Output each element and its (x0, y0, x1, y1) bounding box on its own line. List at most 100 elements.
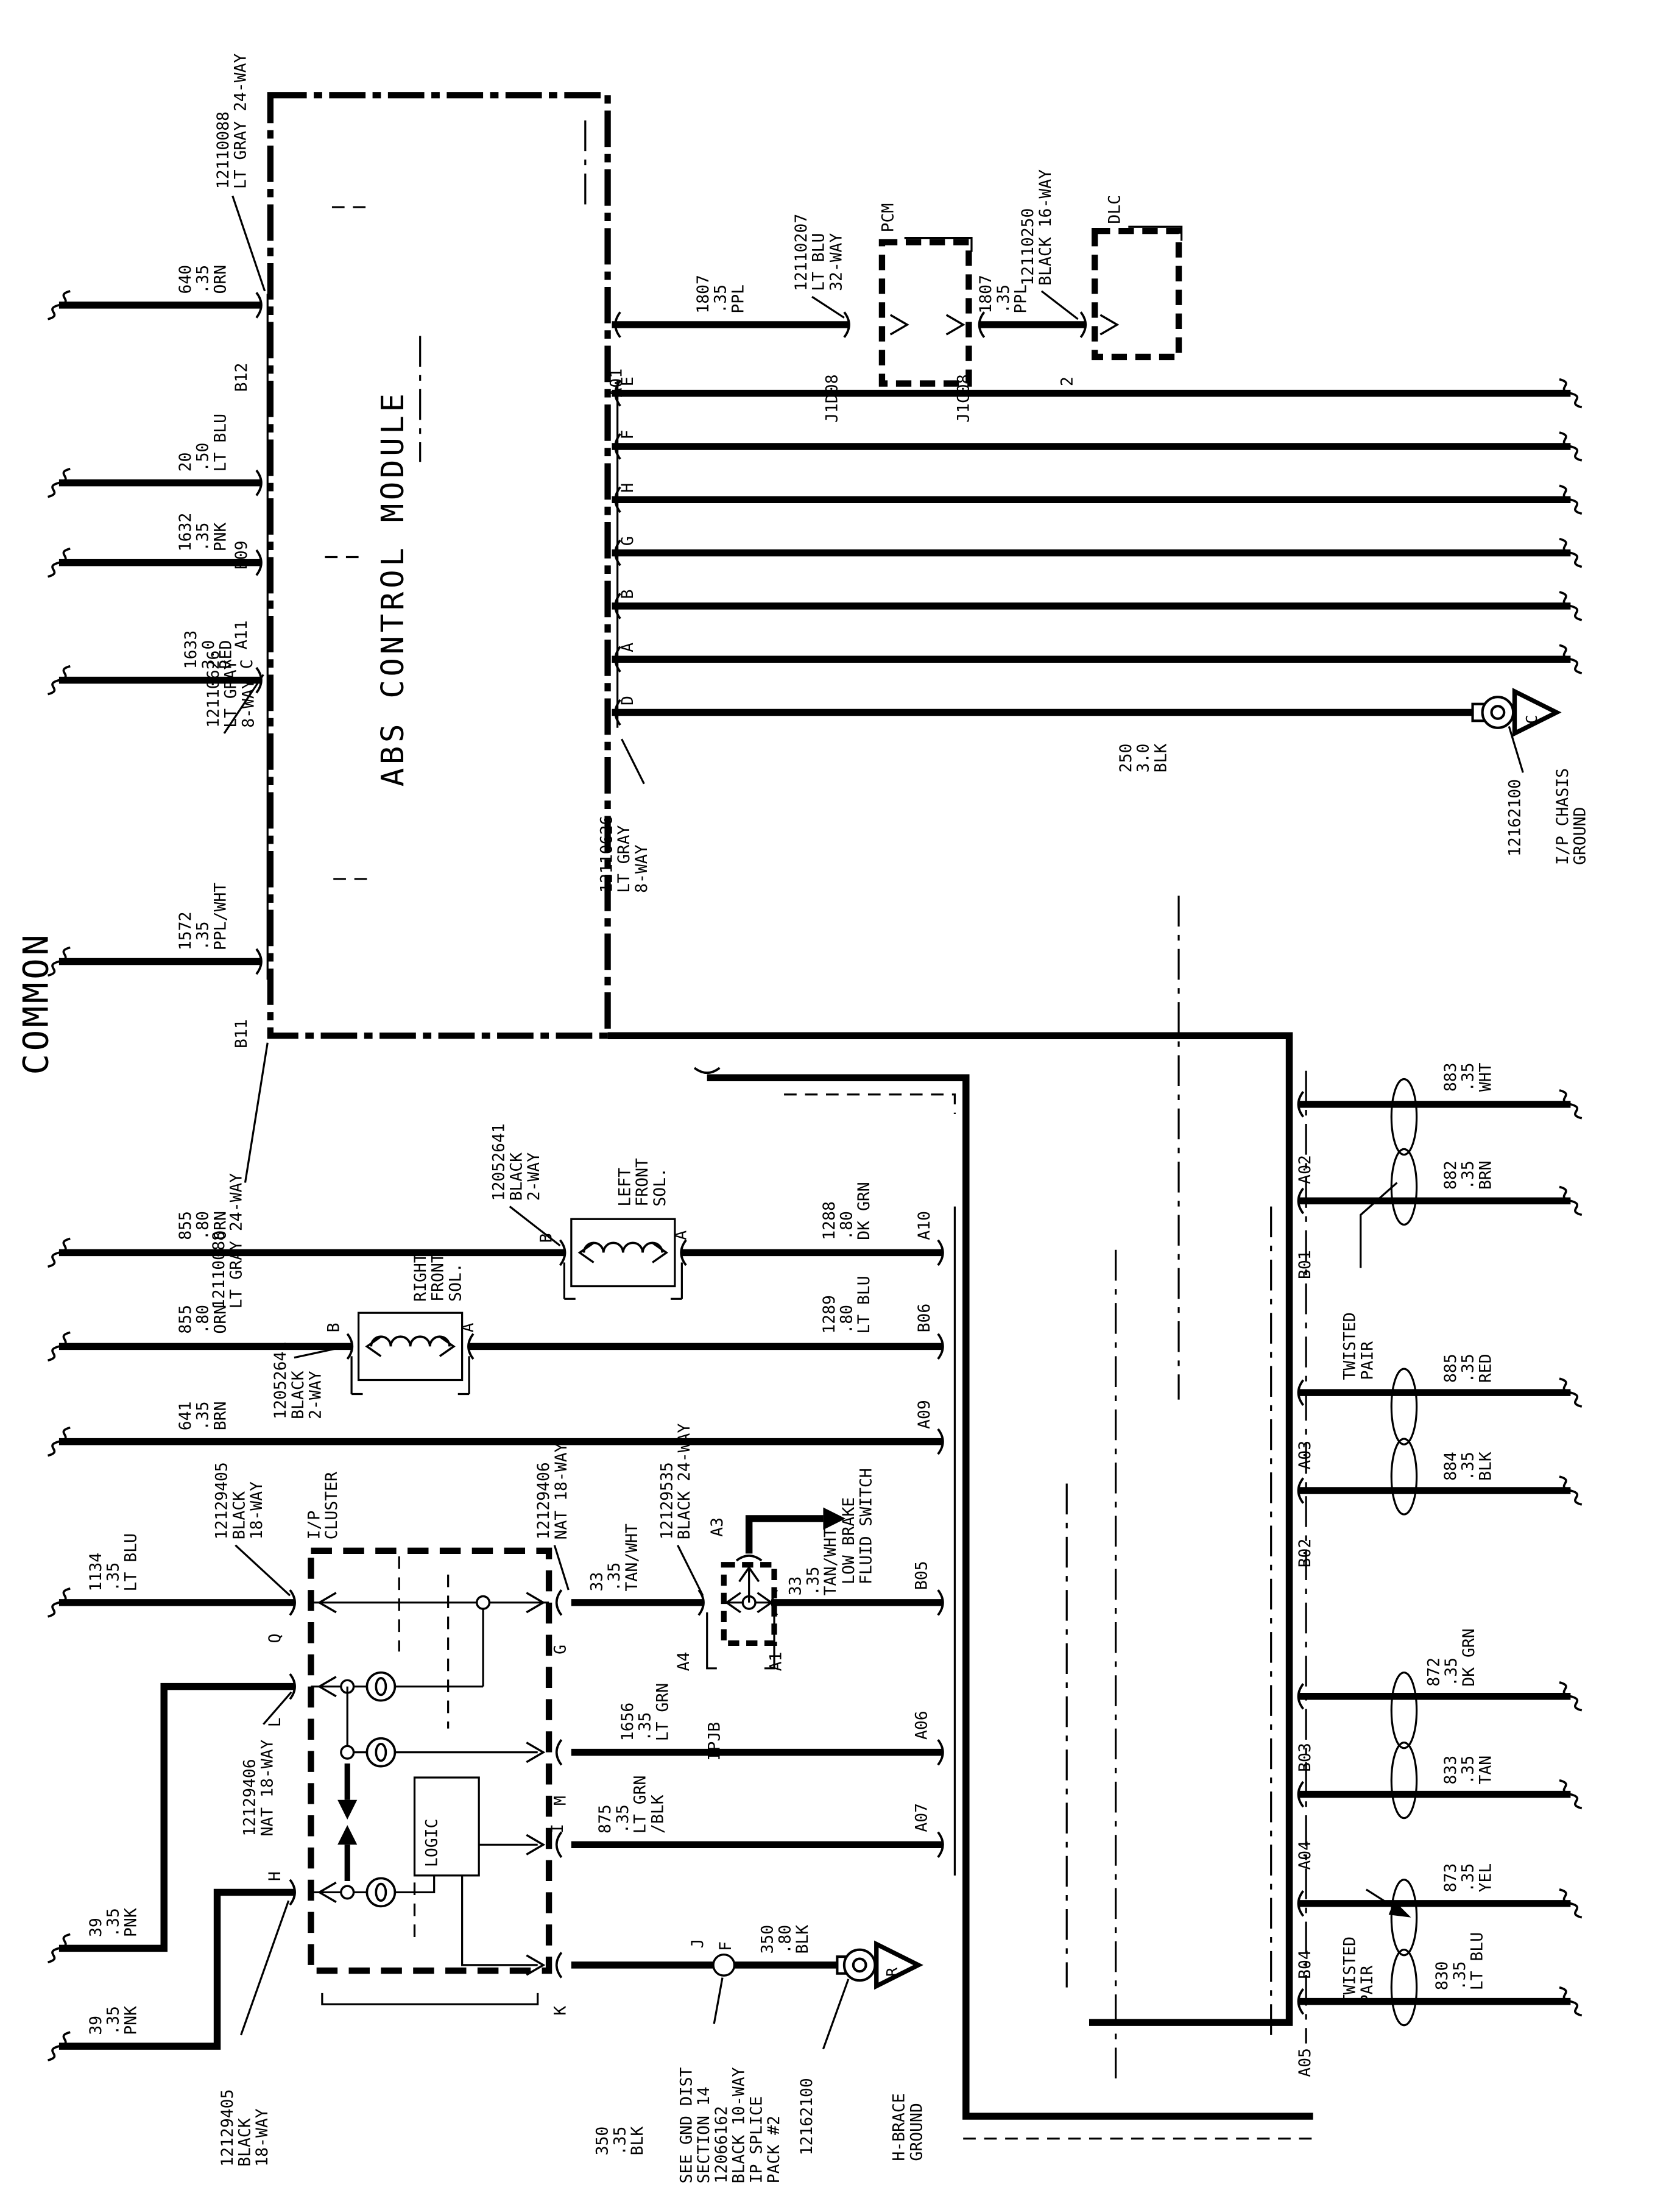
label-wire-33-b-line-2: TAN/WHT (821, 1528, 840, 1595)
label-conn-12110088-top-line-0: 12110088 (214, 111, 233, 189)
label-conn-12110626-right-line-1: LT GRAY (615, 825, 634, 893)
label-pin-rsol-B-line-0: B (324, 1322, 343, 1332)
label-wire-20-line-2: LT BLU (211, 414, 230, 471)
leader-12110626-right (621, 738, 645, 785)
leader-twisted-2 (1366, 1888, 1398, 1910)
label-pin-B02-line-0: B02 (1296, 1539, 1315, 1568)
ip-cluster-box (308, 1547, 552, 1974)
pin-curl-A (614, 646, 621, 673)
twist-icon (1390, 1672, 1418, 1749)
label-gnd-letter-R-line-0: R (883, 1967, 901, 1977)
left-sol-pin-a-arrow (652, 1241, 669, 1263)
leader-12110207 (811, 295, 845, 319)
label-wire-250-line-0: 250 (1117, 744, 1135, 773)
pin-curl-A05 (1297, 1988, 1305, 2015)
ipjb-a1-arrow (757, 1592, 774, 1614)
break-icon (48, 290, 71, 320)
right-sol-pin-a-arrow (439, 1335, 456, 1357)
label-pin-A01: A01 (607, 369, 626, 398)
break-icon (48, 1237, 71, 1268)
pin-curl-H (614, 486, 621, 514)
label-conn-12110626-right-line-2: 8-WAY (632, 844, 651, 893)
label-wire-350-b-line-2: BLK (793, 1925, 812, 1954)
label-pin-Q-line-0: Q (266, 1634, 284, 1643)
label-pin-G: G (551, 1645, 570, 1654)
label-pin-J1D08: J1D08 (822, 374, 841, 423)
label-comp-left-sol-line-2: SOL. (651, 1168, 669, 1207)
right-wire-breaks (1559, 378, 1583, 674)
label-wire-872-line-2: DK GRN (1459, 1628, 1478, 1686)
twist-icon (1390, 1368, 1418, 1446)
label-note-splice-line-5: PACK #2 (764, 2116, 783, 2183)
label-note-splice-line-4: IP SPLICE (747, 2096, 766, 2183)
leader-12110088-top (231, 196, 266, 292)
label-pin-B11: B11 (232, 1019, 251, 1048)
leader-12129535 (677, 1544, 704, 1597)
label-pin-A10-line-0: A10 (915, 1211, 934, 1240)
harness-trunk-right (607, 1032, 1293, 2026)
label-wire-872-line-0: 872 (1424, 1658, 1443, 1687)
label-pin-rsol-B: B (324, 1322, 343, 1332)
label-wire-1633-line-2: RED (217, 640, 236, 669)
label-wire-830-line-0: 830 (1433, 1961, 1452, 1991)
pin-curl-lsol-A (680, 1239, 687, 1266)
label-comp-left-sol-line-0: LEFT (615, 1168, 634, 1207)
label-gnd-12162100-c: 12162100 (1506, 779, 1525, 856)
label-comp-pcm: PCM (878, 203, 897, 233)
dlc-pin-arrow (1099, 314, 1120, 336)
label-pin-H2-line-0: H (618, 483, 637, 493)
cluster-internal-dashes (398, 1556, 450, 1939)
pin-curl-B05 (937, 1589, 944, 1616)
pin-curl-G (555, 1589, 563, 1616)
pin-curl-lsol-B (559, 1239, 566, 1266)
label-wire-883-line-2: WHT (1476, 1062, 1495, 1092)
ipjb-section (571, 1507, 944, 1859)
label-pin-A4: A4 (674, 1652, 693, 1672)
pin-curl-dlc-2 (1079, 311, 1087, 338)
pin-curl-G (614, 539, 621, 567)
label-pin-B12: B12 (232, 363, 251, 392)
label-pin-B04-line-0: B04 (1296, 1950, 1315, 1979)
label-wire-1807-b-line-1: .35 (994, 284, 1013, 314)
label-wire-875-line-0: 875 (596, 1804, 615, 1834)
label-conn-12110088-top-line-1: LT GRAY 24-WAY (231, 54, 250, 189)
pin-curl-rsol-B (346, 1333, 354, 1360)
label-wire-33-a-line-1: .35 (605, 1562, 624, 1592)
label-pin-M: M (551, 1796, 570, 1806)
pin-curl-Q (289, 1589, 296, 1616)
label-wire-33-a-line-0: 33 (587, 1572, 606, 1592)
label-wire-1807-a-line-1: .35 (711, 284, 730, 314)
leader-12162100-c (1508, 726, 1524, 773)
pin-curl-A07 (937, 1831, 944, 1859)
label-note-splice-line-2: 12066162 (712, 2106, 731, 2183)
pin-curl-J1C08 (978, 311, 986, 338)
leader-12129406-right (553, 1545, 570, 1590)
label-pin-A07: A07 (912, 1803, 931, 1832)
wire-a3-branch (745, 1515, 824, 1554)
label-wire-885-line-0: 885 (1441, 1354, 1460, 1383)
label-title-abs-module-line-0: ABS CONTROL MODULE (375, 390, 411, 786)
label-comp-ip-cluster-line-0: I/P (305, 1511, 323, 1540)
right-front-sol-box (357, 1312, 464, 1382)
label-wire-873-line-1: .35 (1459, 1863, 1478, 1893)
label-wire-1289-line-0: 1289 (820, 1295, 839, 1334)
pin-curl-H (289, 1879, 296, 1906)
label-pin-A2-line-0: A (618, 643, 637, 652)
break-icon (1559, 644, 1583, 674)
label-gnd-12162100-r-line-0: 12162100 (797, 2078, 816, 2155)
label-wire-33-b-line-1: .35 (803, 1567, 822, 1596)
pin-curl-I (555, 1831, 563, 1859)
ground-triangle-icon (1512, 688, 1562, 737)
label-pin-F: F (618, 430, 637, 440)
ipjb-bracket (706, 1612, 775, 1670)
label-gnd-12162100-r: 12162100 (797, 2078, 816, 2155)
label-wire-350-b-line-1: .80 (775, 1925, 794, 1954)
